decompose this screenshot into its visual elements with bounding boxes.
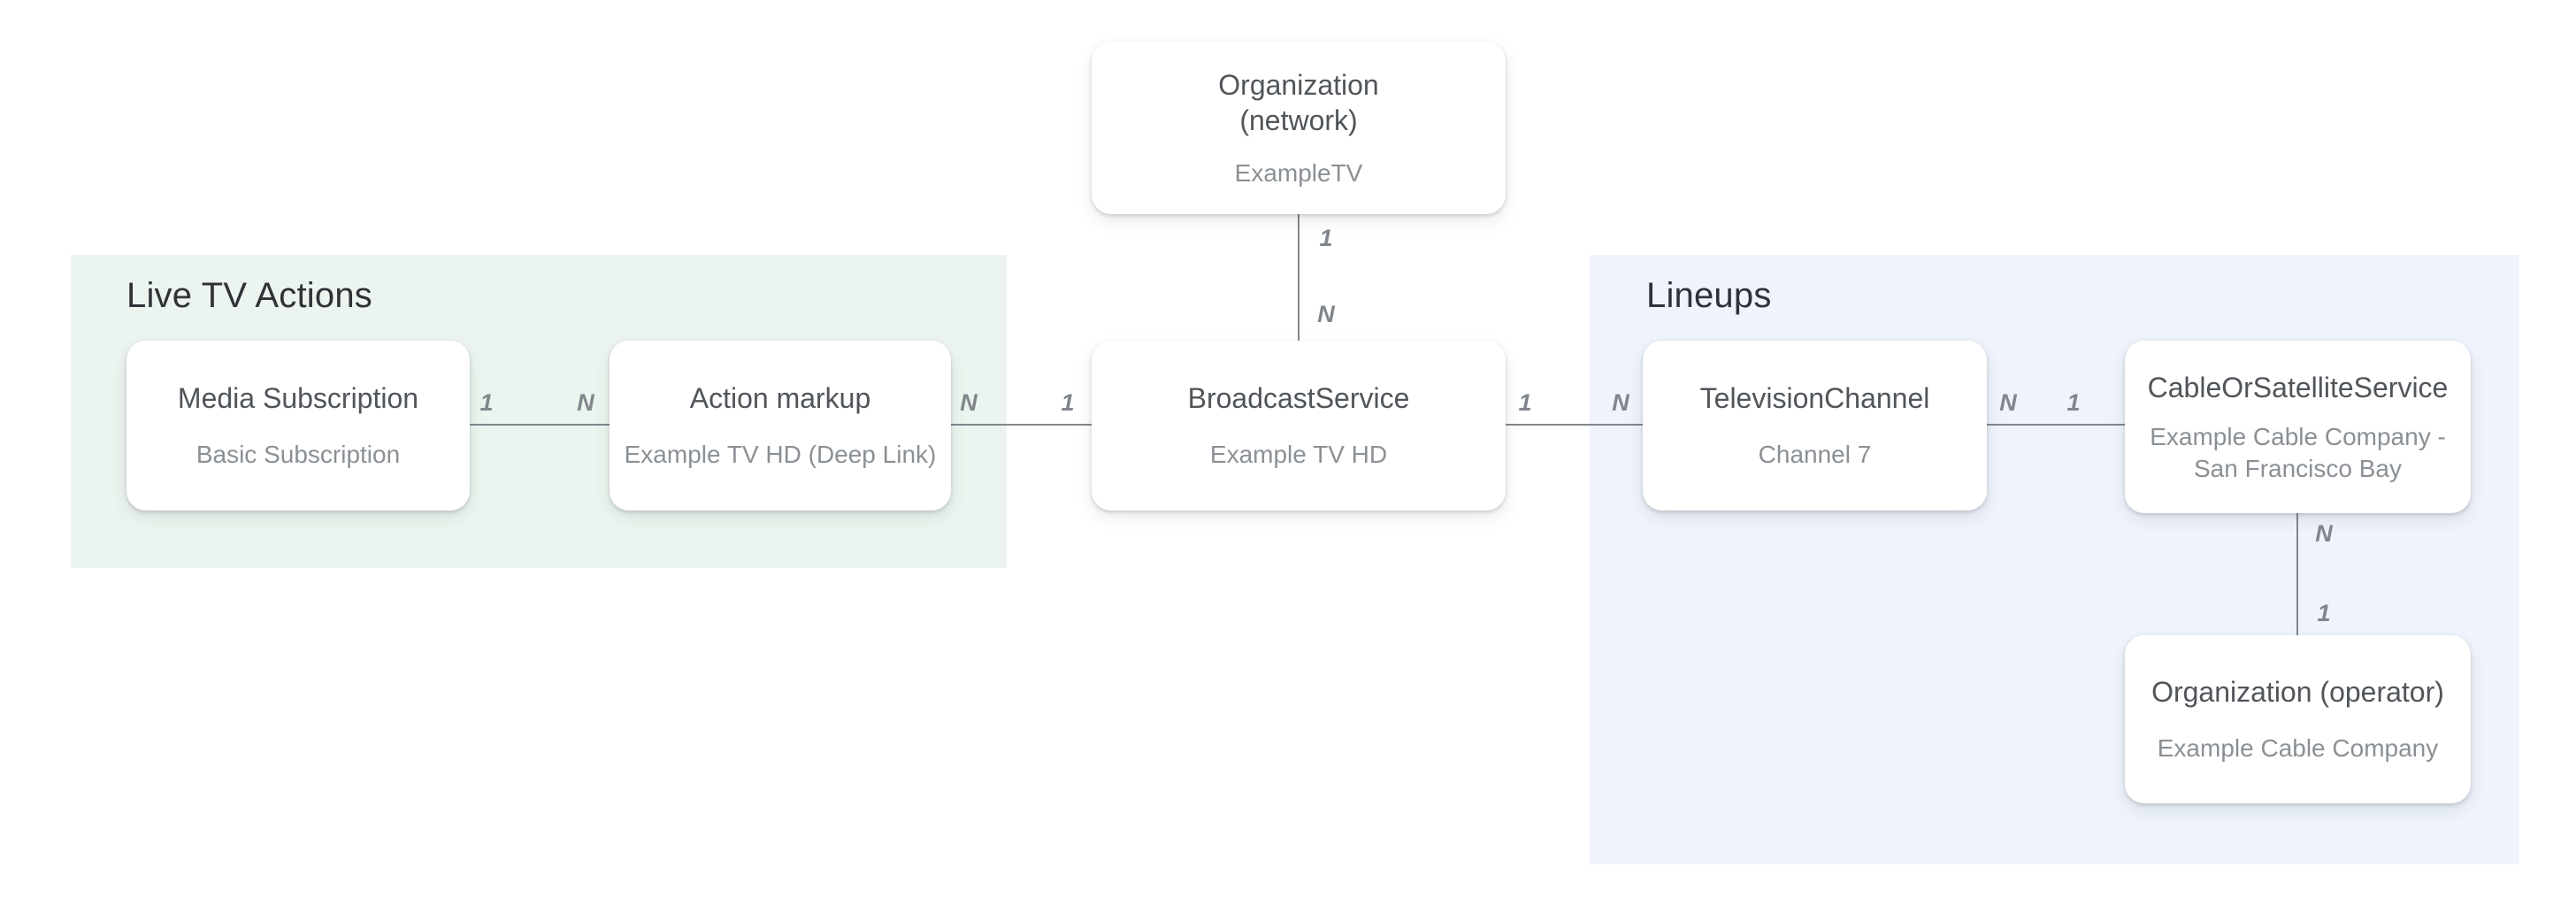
node-title: TelevisionChannel xyxy=(1699,382,1930,414)
node-title: Organization (operator) xyxy=(2151,676,2444,708)
region-heading-live-tv-actions: Live TV Actions xyxy=(126,276,372,315)
cardinality-label: 1 xyxy=(1518,389,1532,416)
node-title: CableOrSatelliteService xyxy=(2147,371,2449,403)
node-organization-operator: Organization (operator) Example Cable Co… xyxy=(2125,635,2471,803)
cardinality-label: 1 xyxy=(2317,600,2331,626)
node-cable-or-satellite-service: CableOrSatelliteService Example Cable Co… xyxy=(2125,341,2471,513)
node-subtitle: Example Cable Company xyxy=(2157,734,2439,762)
cardinality-label: N xyxy=(2315,520,2333,547)
cardinality-label: 1 xyxy=(2066,389,2081,416)
node-subtitle: Example TV HD (Deep Link) xyxy=(624,441,937,468)
node-title-line1: Organization xyxy=(1218,68,1379,101)
connector-media-subscription-action-markup xyxy=(470,424,610,426)
node-title: Action markup xyxy=(689,382,871,414)
node-title: Media Subscription xyxy=(177,382,419,414)
cardinality-label: N xyxy=(1317,301,1335,327)
cardinality-label: N xyxy=(1612,389,1629,416)
node-media-subscription: Media Subscription Basic Subscription xyxy=(126,341,470,511)
connector-television-channel-cable-or-satellite-service xyxy=(1987,424,2125,426)
cardinality-label: N xyxy=(960,389,978,416)
node-subtitle: ExampleTV xyxy=(1234,158,1363,187)
cardinality-label: 1 xyxy=(1061,389,1075,416)
node-subtitle: Channel 7 xyxy=(1758,441,1872,468)
cardinality-label: 1 xyxy=(1319,225,1333,251)
cardinality-label: 1 xyxy=(479,389,494,416)
connector-cable-or-satellite-service-organization-operator xyxy=(2296,513,2298,635)
node-organization-network: Organization (network) ExampleTV xyxy=(1092,42,1506,214)
connector-organization-network-broadcast-service xyxy=(1298,214,1300,341)
cardinality-label: N xyxy=(1999,389,2017,416)
region-heading-lineups: Lineups xyxy=(1646,276,1772,315)
cardinality-label: N xyxy=(577,389,594,416)
connector-broadcast-service-television-channel xyxy=(1506,424,1643,426)
node-subtitle: Basic Subscription xyxy=(196,441,401,468)
node-television-channel: TelevisionChannel Channel 7 xyxy=(1643,341,1987,511)
node-subtitle: Example TV HD xyxy=(1209,441,1388,468)
connector-action-markup-broadcast-service xyxy=(951,424,1092,426)
node-title-line2: (network) xyxy=(1239,104,1358,136)
node-action-markup: Action markup Example TV HD (Deep Link) xyxy=(610,341,951,511)
node-broadcast-service: BroadcastService Example TV HD xyxy=(1092,341,1506,511)
node-title: BroadcastService xyxy=(1187,382,1410,414)
node-subtitle: Example Cable Company - San Francisco Ba… xyxy=(2150,422,2446,482)
node-title: Organization (network) xyxy=(1218,67,1378,138)
